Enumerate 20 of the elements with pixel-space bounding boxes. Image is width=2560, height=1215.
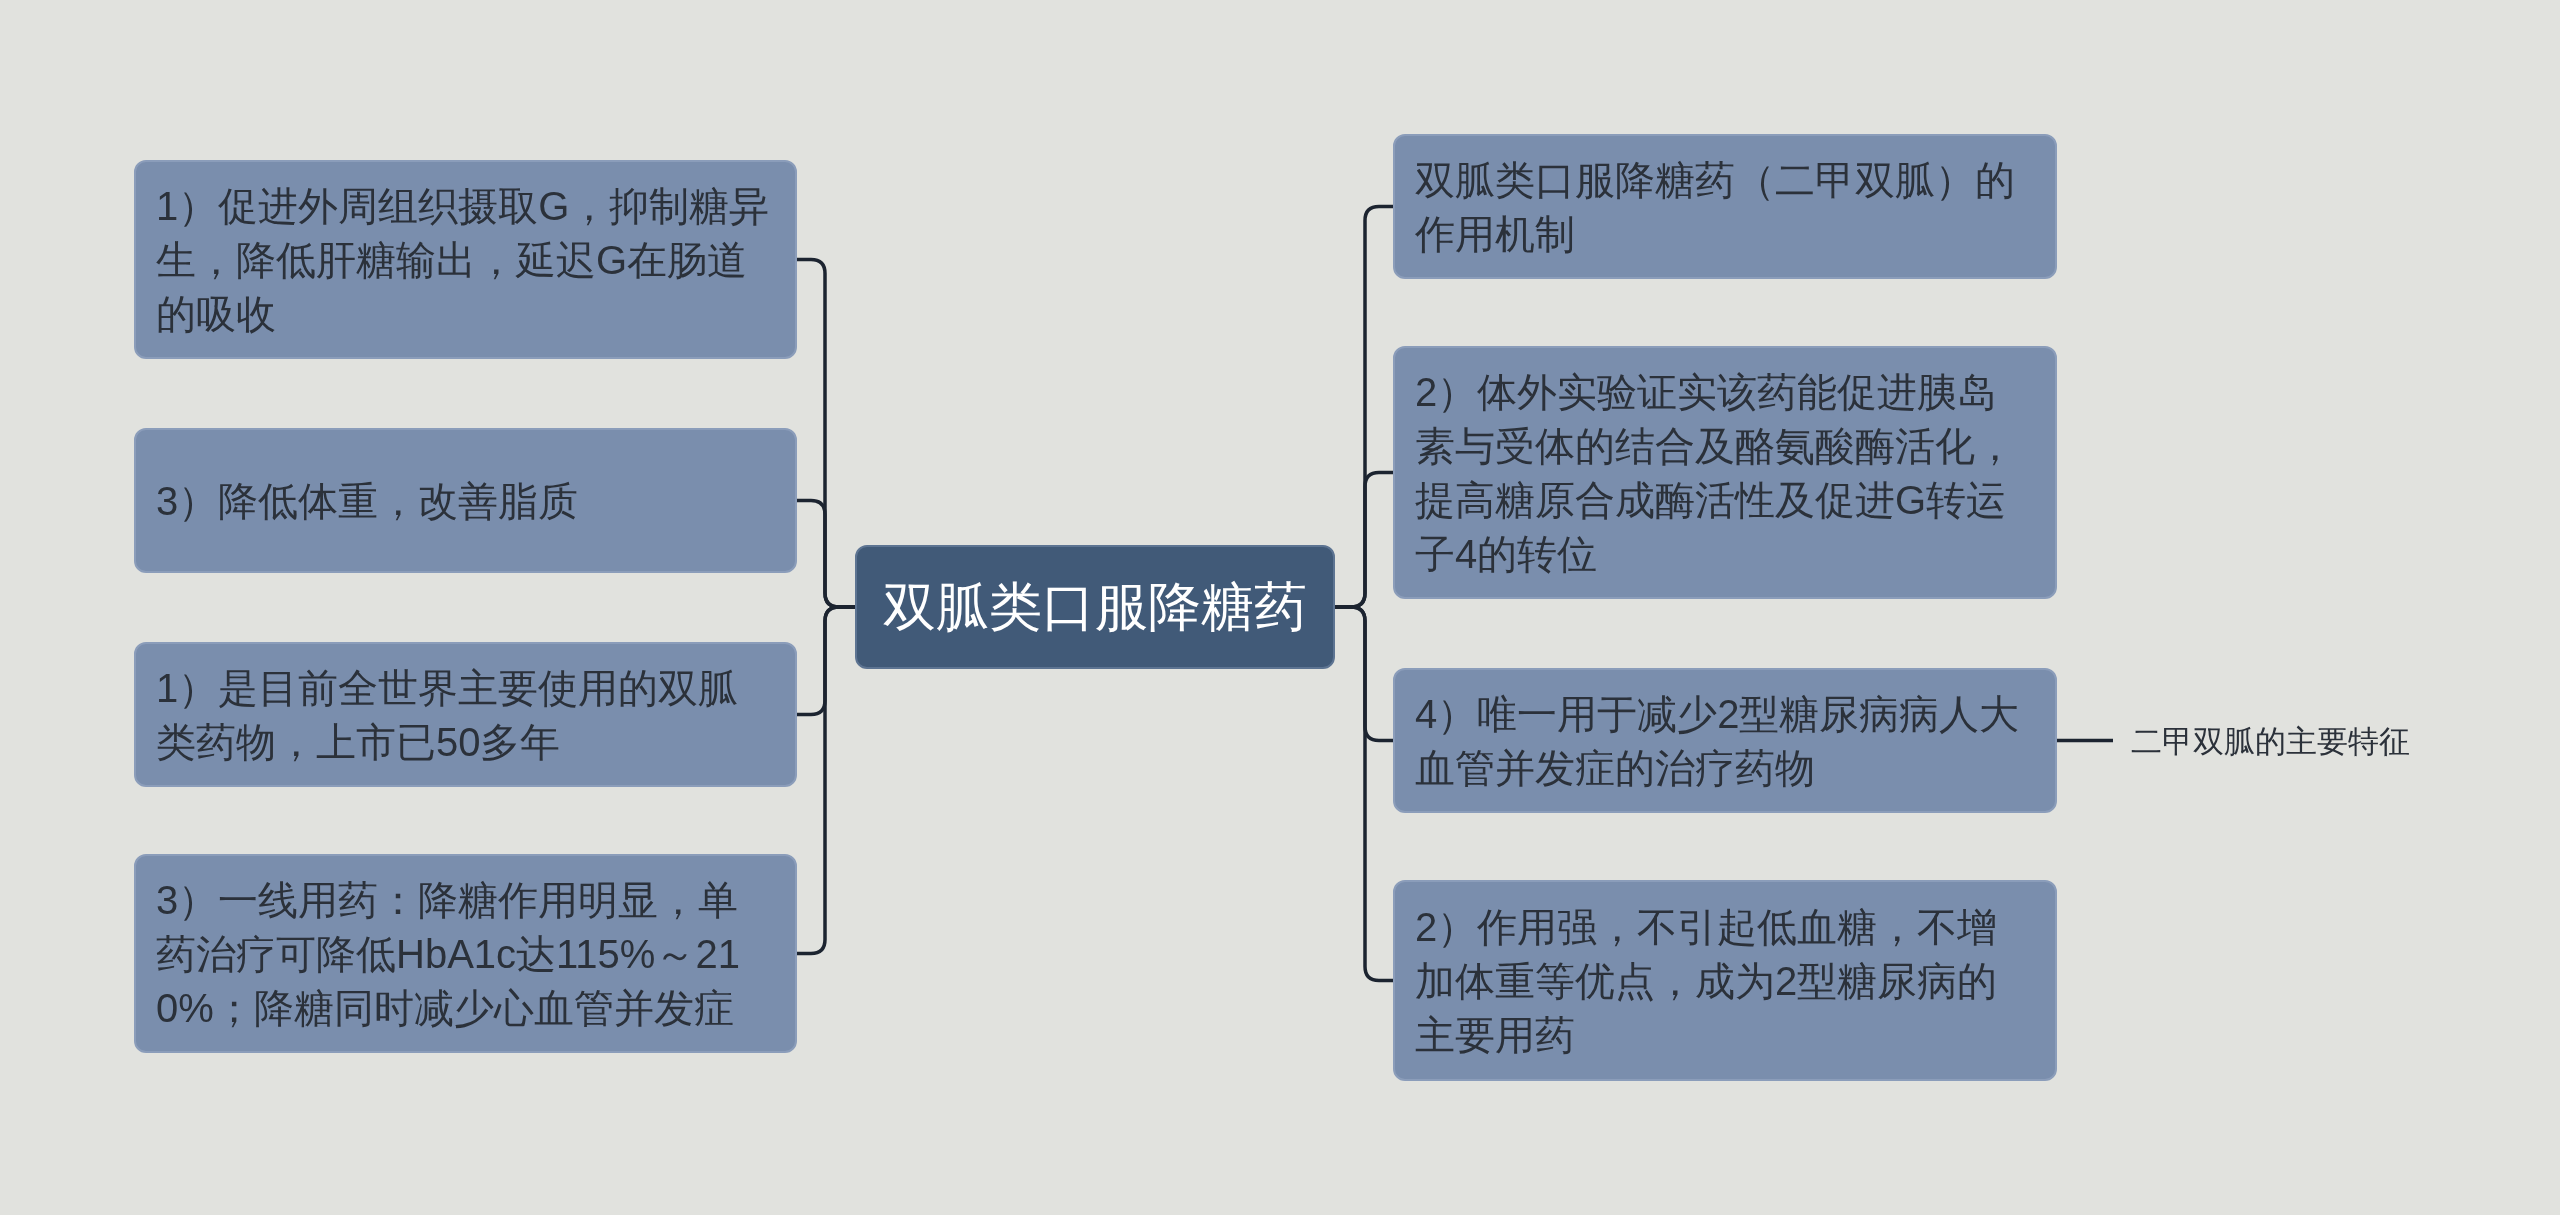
topic-text: 4）唯一用于减少2型糖尿病病人大血管并发症的治疗药物 <box>1415 690 2021 792</box>
connector-line <box>2057 738 2113 743</box>
topic-box <box>1393 346 2057 599</box>
topic-text: 3）一线用药：降糖作用明显，单药治疗可降低HbA1c达115%～210%；降糖同时减少心血管并发症 <box>156 876 741 1032</box>
topic-text: 1）促进外周组织摄取G，抑制糖异生，降低肝糖输出，延迟G在肠道的吸收 <box>156 182 771 338</box>
topic-box <box>1393 668 2057 813</box>
topic-box <box>1393 880 2057 1081</box>
topic-box <box>134 428 797 573</box>
topic-text: 2）体外实验证实该药能促进胰岛素与受体的结合及酪氨酸酶活化，提高糖原合成酶活性及促进G转运子4的转位 <box>1415 368 2016 578</box>
topic-box <box>134 854 797 1053</box>
topic-box <box>134 160 797 359</box>
central-topic-text: 双胍类口服降糖药 <box>883 576 1307 638</box>
topic-text: 2）作用强，不引起低血糖，不增加体重等优点，成为2型糖尿病的主要用药 <box>1415 903 1999 1059</box>
note-text: 二甲双胍的主要特征 <box>2131 723 2410 761</box>
topic-box <box>134 642 797 787</box>
topic-text: 双胍类口服降糖药（二甲双胍）的作用机制 <box>1415 156 2016 258</box>
topic-text: 1）是目前全世界主要使用的双胍类药物，上市已50多年 <box>156 664 740 766</box>
topic-box <box>1393 134 2057 279</box>
topic-text: 3）降低体重，改善脂质 <box>156 477 579 525</box>
central-topic-box <box>855 545 1335 669</box>
